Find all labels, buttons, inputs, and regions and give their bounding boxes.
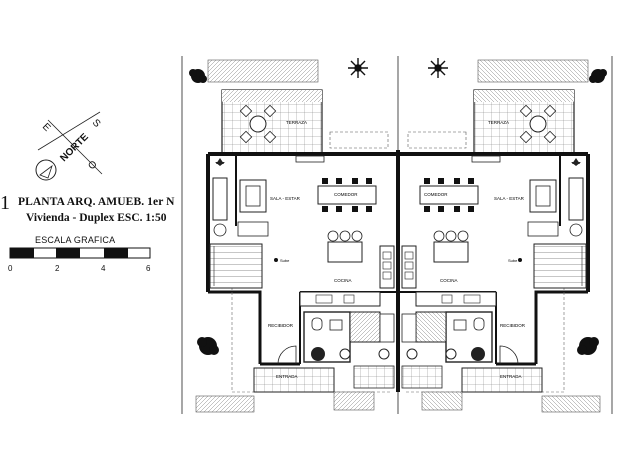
label-cocina-right: COCINA — [440, 278, 458, 283]
label-sube-left: Sube — [280, 258, 290, 263]
label-entrada-right: ENTRADA — [500, 374, 522, 379]
label-terraza-left: TERRAZA — [286, 120, 307, 125]
label-entrada-left: ENTRADA — [276, 374, 298, 379]
plan-number: 1 — [0, 192, 11, 214]
plan-title-text: PLANTA ARQ. AMUEB. 1er N — [18, 196, 175, 208]
label-recibidor-left: RECIBIDOR — [268, 323, 294, 328]
title-block: 1 PLANTA ARQ. AMUEB. 1er N Vivienda - Du… — [0, 192, 196, 224]
compass-letter-s: S — [90, 117, 103, 130]
scale-tick-2: 2 — [55, 264, 60, 273]
compass-letter-e: E — [40, 121, 53, 134]
unit-left — [187, 56, 398, 414]
scale-bar-title: ESCALA GRAFICA — [35, 235, 116, 245]
scale-tick-4: 4 — [101, 264, 106, 273]
plan-subtitle: Vivienda - Duplex ESC. 1:50 — [26, 212, 167, 224]
label-sala-estar-right: SALA - ESTAR — [494, 196, 525, 201]
label-recibidor-right: RECIBIDOR — [500, 323, 526, 328]
label-cocina-left: COCINA — [334, 278, 352, 283]
label-sube-right: Sube — [508, 258, 518, 263]
plan-title: 1 PLANTA ARQ. AMUEB. 1er N — [0, 192, 196, 214]
graphic-scale-bar — [9, 247, 151, 259]
label-terraza-right: TERRAZA — [488, 120, 509, 125]
scale-tick-6: 6 — [146, 264, 151, 273]
scale-tick-0: 0 — [8, 264, 13, 273]
label-sala-estar-left: SALA - ESTAR — [270, 196, 301, 201]
label-comedor-left: COMEDOR — [334, 192, 358, 197]
north-compass — [35, 111, 103, 181]
label-comedor-right: COMEDOR — [424, 192, 448, 197]
compass-north-label: NORTE — [58, 131, 91, 164]
unit-right — [398, 56, 609, 414]
